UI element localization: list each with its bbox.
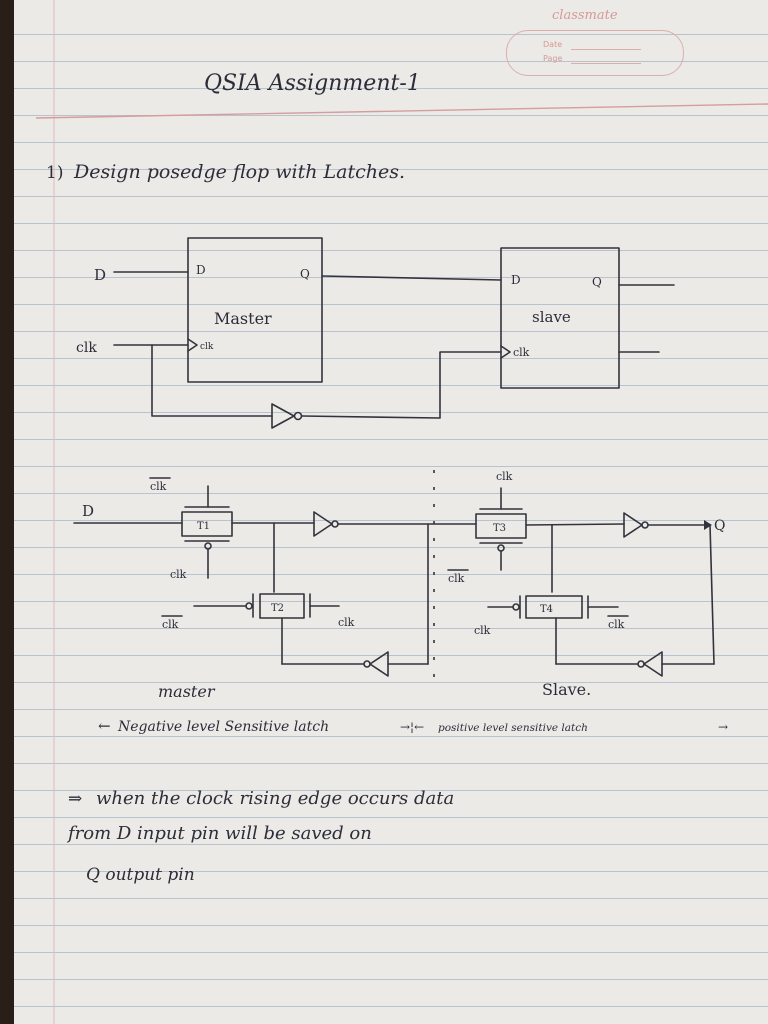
master-inverter-bubble-icon <box>331 520 339 528</box>
assignment-title: QSIA Assignment-1 <box>204 71 421 96</box>
page-line <box>571 63 641 64</box>
notebook-page: classmate Date Page QSIA Assignment-1 1)… <box>14 0 768 1024</box>
brand-logo: classmate <box>552 8 618 23</box>
t2-bubble-icon <box>245 602 253 610</box>
t2-label: T2 <box>271 603 284 614</box>
master-pin-clk: clk <box>200 342 214 352</box>
left-arrow-icon: ← <box>98 717 111 735</box>
inverter-icon <box>271 403 295 429</box>
t3-gate <box>475 513 527 539</box>
slave-feedback-right <box>709 524 715 665</box>
date-label: Date <box>543 40 563 49</box>
slave-caption: Slave. <box>542 680 591 699</box>
t3-clk-label: clk <box>496 470 513 483</box>
block-diagram: D clk D Q clk Master D Q clk slave <box>76 237 675 429</box>
t4-gate <box>525 595 583 619</box>
t-d-input-label: D <box>82 502 94 520</box>
slave-pin-d: D <box>511 273 521 287</box>
master-to-slave-wire <box>321 275 502 281</box>
conclusion-line-3: Q output pin <box>86 865 195 885</box>
t-q-output-label: Q <box>714 518 725 534</box>
master-caption: master <box>158 682 216 701</box>
conclusion: ⇒ when the clock rising edge occurs data… <box>66 788 454 885</box>
transistor-diagram: D Q T1 T2 T3 T4 clk clk clk clk clk clk … <box>73 470 725 701</box>
t1-clk-label: clk <box>170 568 187 581</box>
slave-pin-q: Q <box>592 275 602 289</box>
block-d-input-label: D <box>94 266 106 284</box>
header-rule <box>35 103 768 119</box>
t4-clk-label: clk <box>474 624 491 637</box>
t3-bubble-icon <box>497 544 505 552</box>
question-number: 1) <box>46 163 63 183</box>
master-pin-d: D <box>196 263 206 277</box>
conclusion-line-2: from D input pin will be saved on <box>66 823 372 844</box>
page-drawing: QSIA Assignment-1 1) Design posedge flop… <box>35 0 768 1024</box>
slave-pin-clk: clk <box>513 346 530 359</box>
master-pin-q: Q <box>300 267 310 281</box>
page-label: Page <box>543 54 563 63</box>
slave-inverter-bubble-icon <box>641 521 649 529</box>
t3-clkbar-label: clk <box>448 572 465 585</box>
slave-block <box>500 247 620 389</box>
t1-gate <box>181 511 233 537</box>
clk-branch-wire <box>151 344 273 417</box>
slave-node-wire <box>525 523 625 526</box>
inverted-clk-wire <box>301 351 502 419</box>
t1-clkbar-label: clk <box>150 480 167 493</box>
implies-icon: ⇒ <box>68 789 82 809</box>
t2-clk-label: clk <box>338 616 355 629</box>
split-arrow-icon: →¦← <box>400 720 424 734</box>
master-block <box>187 237 323 383</box>
date-line <box>571 49 641 50</box>
t1-bubble-icon <box>204 542 212 550</box>
master-name: Master <box>214 309 272 328</box>
master-feedback-inverter-icon <box>369 651 389 677</box>
slave-inverter-icon <box>623 512 643 538</box>
master-clk-triangle-icon <box>187 338 198 352</box>
inverter-bubble-icon <box>293 411 303 421</box>
conclusion-line-1: when the clock rising edge occurs data <box>96 788 454 809</box>
t1-label: T1 <box>197 521 210 532</box>
slave-feedback-inverter-icon <box>643 651 663 677</box>
t4-label: T4 <box>540 604 553 615</box>
negative-latch-text: Negative level Sensitive latch <box>117 719 329 735</box>
latch-type-row: ← Negative level Sensitive latch →¦← pos… <box>98 717 728 735</box>
q-arrow-icon <box>704 520 712 530</box>
t2-clkbar-label: clk <box>162 618 179 631</box>
master-inverter-icon <box>313 511 333 537</box>
t3-label: T3 <box>493 523 506 534</box>
slave-clk-triangle-icon <box>500 345 511 359</box>
block-clk-input-label: clk <box>76 340 97 356</box>
slave-name: slave <box>532 308 571 326</box>
slave-feedback-bubble-icon <box>637 660 645 668</box>
question-text: Design posedge flop with Latches. <box>73 161 405 183</box>
date-page-badge: Date Page <box>506 30 684 76</box>
t4-bubble-icon <box>512 603 520 611</box>
t4-clkbar-label: clk <box>608 618 625 631</box>
right-arrow-icon: → <box>718 720 728 734</box>
positive-latch-text: positive level sensitive latch <box>438 722 588 734</box>
master-feedback-bubble-icon <box>363 660 371 668</box>
